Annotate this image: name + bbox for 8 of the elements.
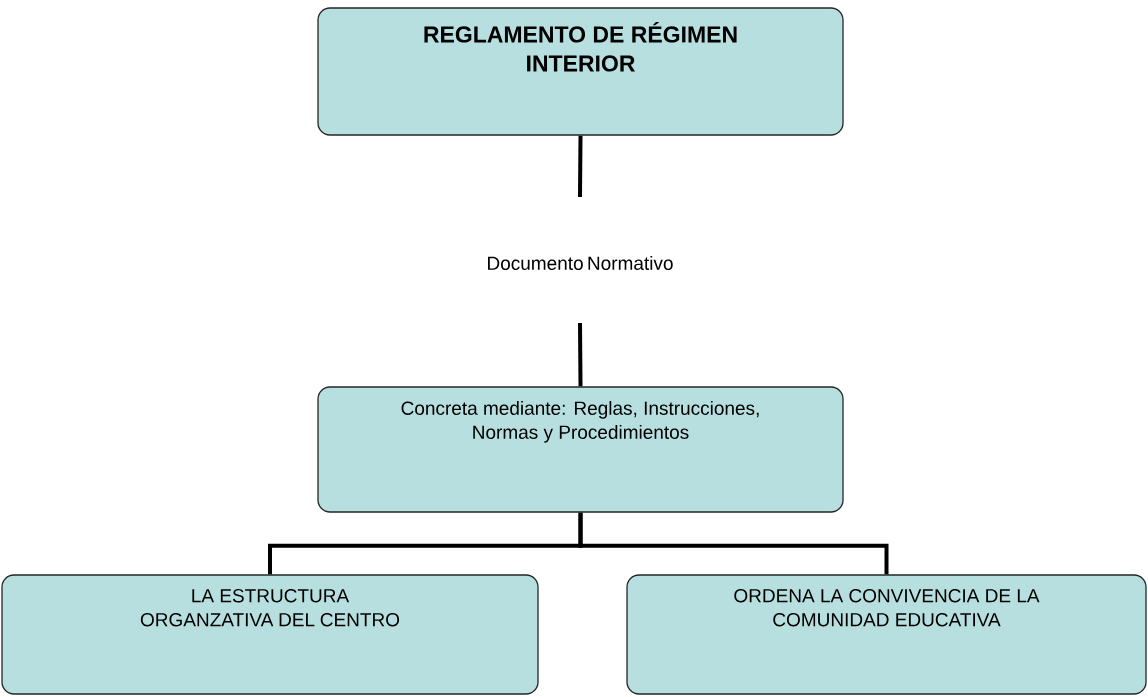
process-box: Concreta mediante: Reglas, Instrucciones, Normas y Procedimientos [317, 386, 844, 513]
connector-line [578, 512, 889, 575]
connector-line [578, 323, 583, 387]
connector-line [578, 135, 583, 197]
process-box: ORDENA LA CONVIVENCIA DE LA COMUNIDAD EDUCATIVA [626, 574, 1147, 695]
process-box: REGLAMENTO DE RÉGIMEN INTERIOR [317, 7, 844, 136]
node-label: Documento Normativo [488, 256, 673, 270]
process-box: LA ESTRUCTURA ORGANZATIVA DEL CENTRO [1, 574, 539, 695]
